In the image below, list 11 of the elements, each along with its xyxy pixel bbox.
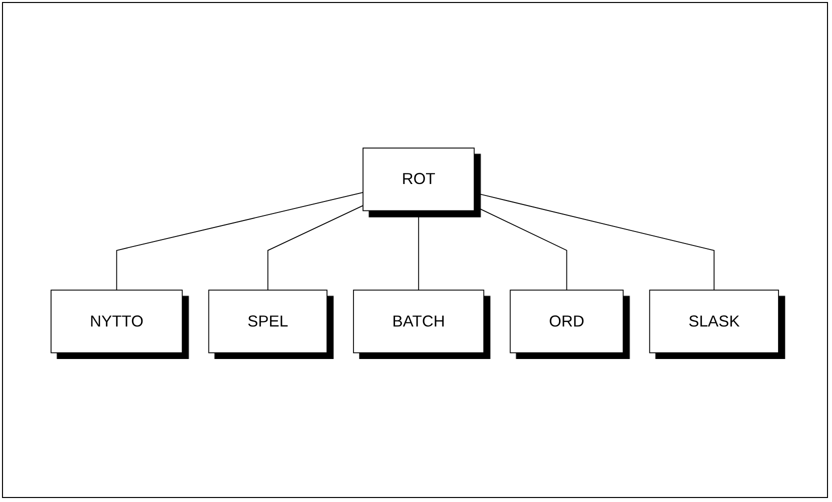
node-box: ORD <box>510 289 624 353</box>
connector <box>418 210 420 290</box>
node-box: SLASK <box>649 289 780 353</box>
connector <box>268 204 364 290</box>
node-box: NYTTO <box>50 289 183 353</box>
connector <box>474 192 715 290</box>
node-box: BATCH <box>353 289 484 353</box>
connector <box>474 205 568 290</box>
node-box: SPEL <box>208 289 328 353</box>
node-box: ROT <box>362 147 475 211</box>
connector <box>116 192 364 290</box>
